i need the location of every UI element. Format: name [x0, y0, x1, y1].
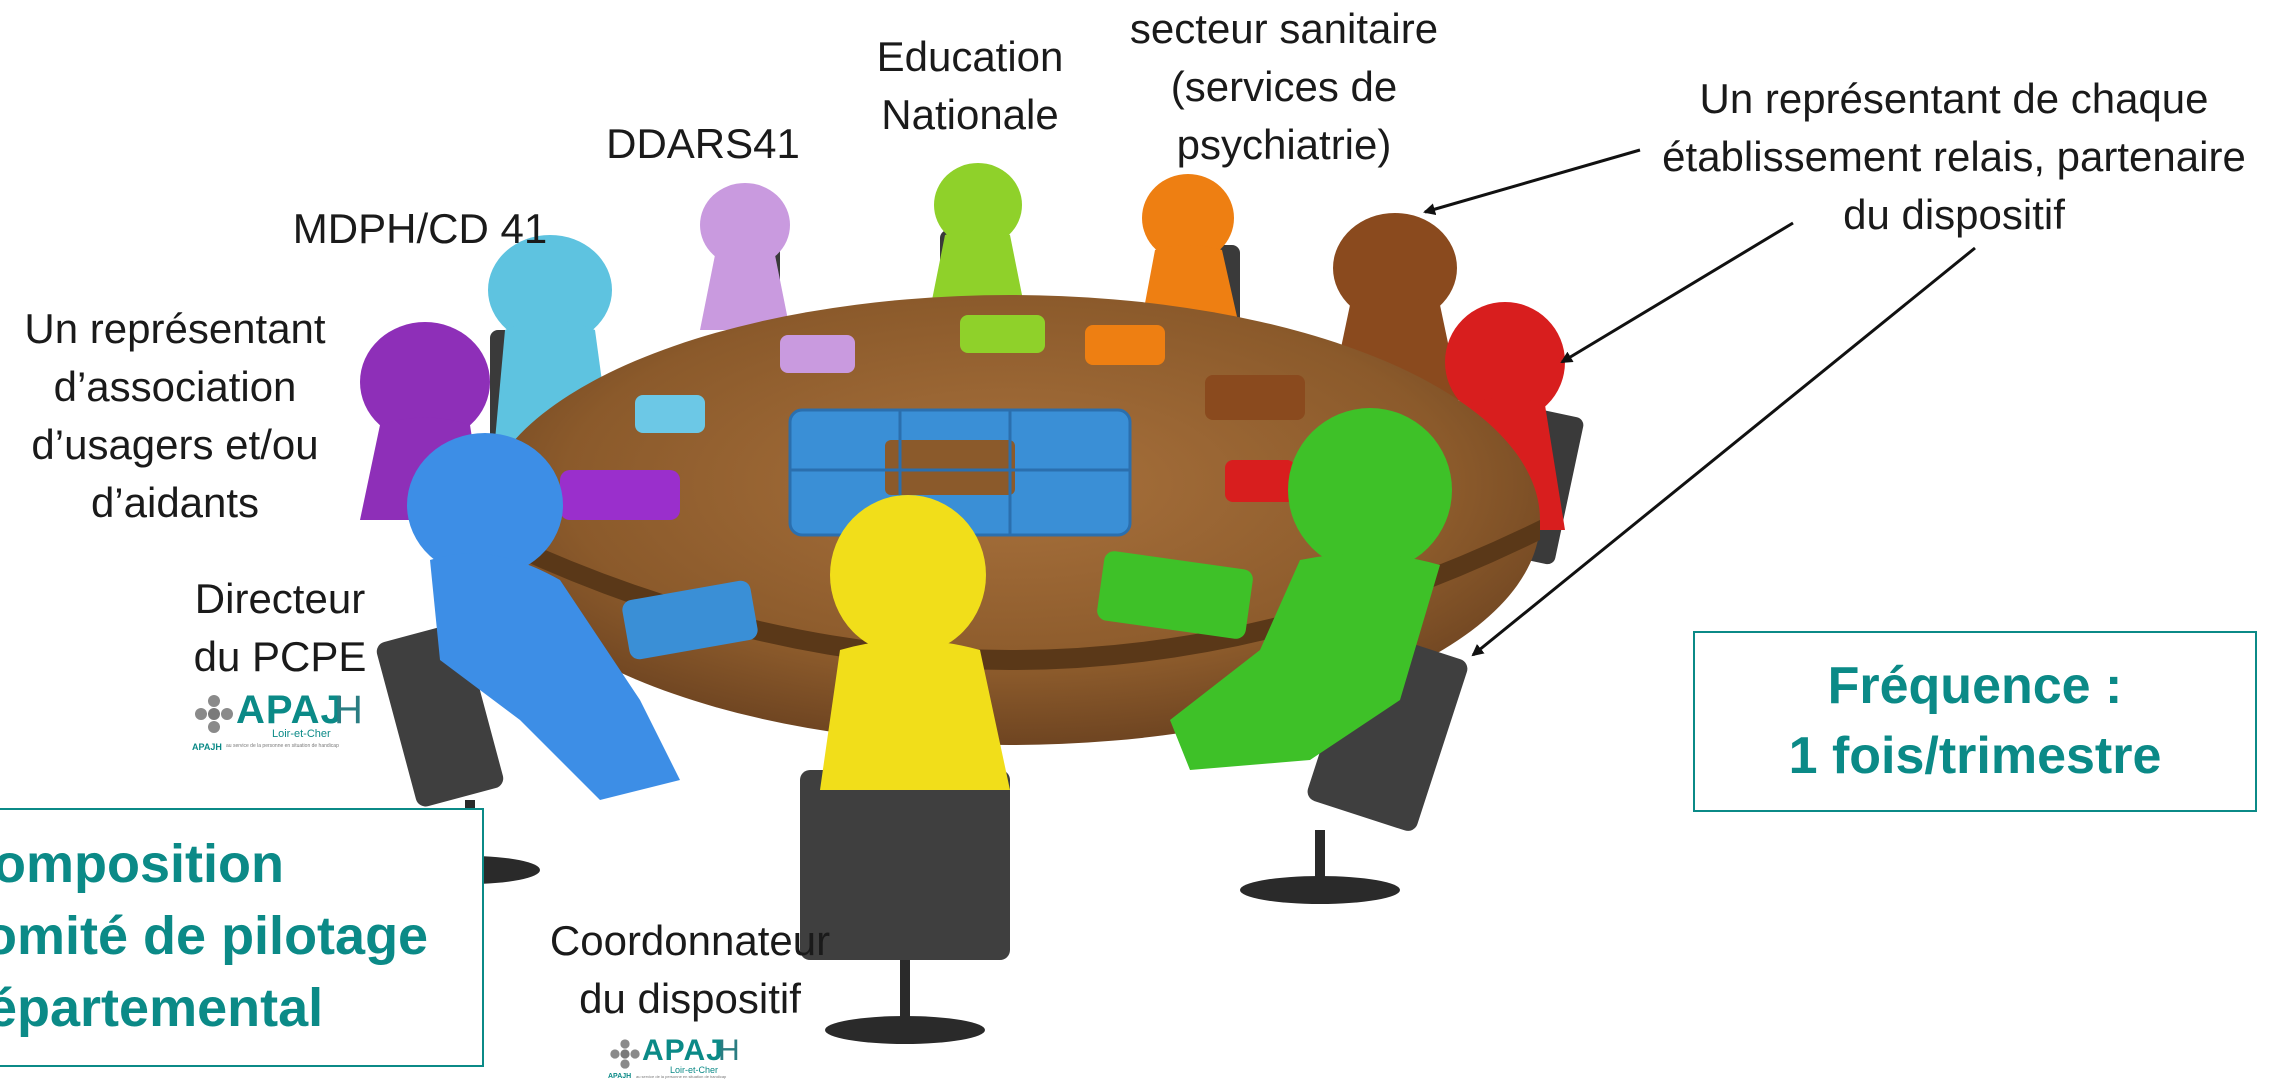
- label-representant-etablissement: Un représentant de chaque établissement …: [1662, 75, 2246, 238]
- label-education-nationale: Education Nationale: [876, 33, 1064, 138]
- composition-box: Composition comité de pilotage départeme…: [0, 808, 484, 1067]
- logo-subtitle: Loir-et-Cher: [670, 1065, 719, 1075]
- logo-small: APAJH: [608, 1073, 632, 1080]
- arrow-to-green-chair: [1471, 246, 1976, 657]
- frequence-text: Fréquence : 1 fois/trimestre: [1788, 657, 2162, 785]
- logo-brand-h: H: [718, 1034, 740, 1067]
- logo-brand-h: H: [334, 688, 363, 732]
- flower-icon: [610, 1039, 640, 1069]
- logo-brand: APAJ: [236, 688, 344, 732]
- front-figures: [407, 408, 1452, 800]
- arrow-to-red-figure: [1560, 221, 1794, 364]
- flower-icon: [195, 695, 233, 733]
- composition-text: Composition comité de pilotage départeme…: [0, 834, 429, 1038]
- logo-tagline: au service de la personne en situation d…: [636, 1074, 727, 1079]
- label-coordonnateur: Coordonnateur du dispositif: [549, 917, 831, 1022]
- label-secteur-sanitaire: secteur sanitaire (services de psychiatr…: [1129, 5, 1439, 168]
- logo-tagline: au service de la personne en situation d…: [226, 743, 339, 749]
- label-ddars41: DDARS41: [606, 120, 800, 167]
- label-mdph-cd41: MDPH/CD 41: [292, 205, 548, 252]
- pointer-arrows: [1423, 148, 1976, 657]
- logo-subtitle: Loir-et-Cher: [272, 728, 331, 740]
- apajh-logo-coordonnateur: APAJ H Loir-et-Cher APAJH au service de …: [608, 1035, 758, 1081]
- label-directeur-pcpe: Directeur du PCPE: [193, 575, 367, 680]
- arrow-to-brown-figure: [1423, 148, 1641, 215]
- apajh-logo-directeur: APAJ H Loir-et-Cher APAJH au service de …: [192, 688, 363, 754]
- logo-brand: APAJ: [642, 1034, 724, 1067]
- logo-small: APAJH: [192, 742, 222, 752]
- frequence-box: Fréquence : 1 fois/trimestre: [1693, 631, 2257, 812]
- label-representant-association: Un représentant d’association d’usagers …: [24, 305, 326, 526]
